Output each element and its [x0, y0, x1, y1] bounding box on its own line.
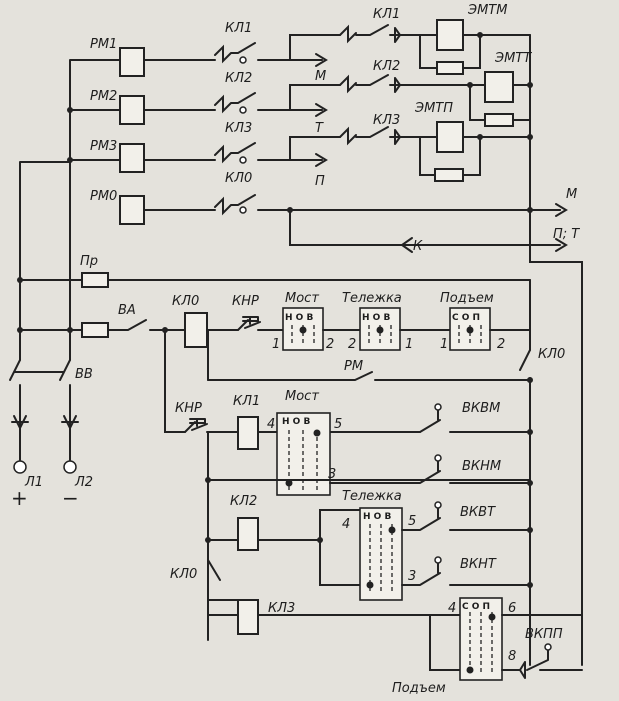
- label-kl0-a: КЛ0: [225, 171, 252, 186]
- label-kl2-b: КЛ2: [373, 59, 400, 74]
- label-minus: −: [62, 486, 79, 510]
- label-pm1: РМ1: [90, 37, 117, 52]
- label-pt-out: П; Т: [553, 227, 580, 242]
- label-vknt: ВКНТ: [460, 557, 497, 572]
- label-l1: Л1: [24, 475, 43, 490]
- panel-podem-top-codes: С О П: [452, 313, 480, 323]
- label-n6: 6: [508, 601, 516, 616]
- label-n8: 8: [508, 649, 516, 664]
- label-l2: Л2: [74, 475, 93, 490]
- label-n2-b: 2: [348, 337, 356, 352]
- label-kl1-a: КЛ1: [225, 21, 252, 36]
- label-m: М: [315, 69, 326, 84]
- emtp-block: [419, 121, 531, 182]
- label-kl2-a: КЛ2: [225, 71, 252, 86]
- label-kl3-b: КЛ3: [373, 113, 400, 128]
- relay-rm2-coil: [119, 95, 145, 125]
- label-rm: РМ: [344, 359, 363, 374]
- relay-kl0-coil: [184, 312, 208, 348]
- label-n3-a: 3: [328, 467, 336, 482]
- control-circuits: Н О В Н О В С О П КНР КЛ1 Мост 4: [162, 327, 583, 696]
- label-pr: Пр: [80, 254, 98, 269]
- label-vkpp: ВКПП: [525, 627, 563, 642]
- panel-telezhka-top-codes: Н О В: [362, 313, 390, 323]
- label-n5-b: 5: [408, 514, 416, 529]
- label-most-a: Мост: [285, 291, 319, 306]
- relay-rm1-coil: [119, 47, 145, 77]
- panel-podem-bottom: [459, 597, 503, 681]
- label-podem-a: Подъем: [440, 291, 494, 306]
- panel-most-top-codes: Н О В: [285, 313, 313, 323]
- panel-most-bottom-codes: Н О В: [282, 417, 310, 427]
- label-pm2: РМ2: [90, 89, 117, 104]
- label-n2-c: 2: [497, 337, 505, 352]
- label-emtt: ЭМТТ: [494, 51, 532, 66]
- label-vkvt: ВКВТ: [460, 505, 496, 520]
- label-pm0: РМ0: [90, 189, 117, 204]
- label-n4-a: 4: [267, 417, 275, 432]
- label-telezhka-a: Тележка: [342, 291, 402, 306]
- label-n1-b: 1: [405, 337, 413, 352]
- label-most-b: Мост: [285, 389, 319, 404]
- relay-kl2-coil: [237, 517, 259, 551]
- label-va: ВА: [118, 303, 136, 318]
- label-kl3-c: КЛ3: [268, 601, 295, 616]
- kl-contacts: [214, 42, 561, 216]
- panel-podem-bottom-codes: С О П: [462, 602, 490, 612]
- label-k: К: [413, 239, 423, 254]
- upper-relay-section: РМ1 РМ2 РМ3 РМ0 КЛ1 КЛ2 КЛ3 КЛ0 КЛ1 КЛ2 …: [19, 3, 583, 666]
- label-t: Т: [315, 121, 324, 136]
- label-n3-b: 3: [408, 569, 416, 584]
- label-pm3: РМ3: [90, 139, 117, 154]
- label-vkvm: ВКВМ: [462, 401, 500, 416]
- panel-telezhka-bottom-codes: Н О В: [363, 512, 391, 522]
- label-podem-b: Подъем: [392, 681, 446, 696]
- label-kl0-c: КЛ0: [538, 347, 565, 362]
- fuse-va: [81, 322, 109, 338]
- label-kl3-a: КЛ3: [225, 121, 252, 136]
- label-n2-a: 2: [326, 337, 334, 352]
- relay-rm3-coil: [119, 143, 145, 173]
- relay-kl3-coil: [237, 599, 259, 635]
- label-n4-c: 4: [448, 601, 456, 616]
- label-p: П: [315, 174, 325, 189]
- label-plus: +: [11, 486, 28, 510]
- label-emtp: ЭМТП: [414, 101, 453, 116]
- label-emtm: ЭМТМ: [467, 3, 507, 18]
- emtt-block: [469, 71, 531, 127]
- fuse-pr: [81, 272, 109, 288]
- label-m-out: М: [566, 187, 577, 202]
- label-n1-a: 1: [272, 337, 280, 352]
- label-n5-a: 5: [334, 417, 342, 432]
- label-knr-a: КНР: [232, 294, 259, 309]
- emtm-block: [419, 19, 531, 75]
- label-kl2-c: КЛ2: [230, 494, 257, 509]
- main-circuit: Н О В Н О В С О П Пр ВА КЛ0 КНР Мост Тел…: [9, 164, 565, 666]
- relay-rm0-coil: [119, 195, 145, 225]
- label-vv: ВВ: [75, 367, 93, 382]
- label-kl0-d: КЛ0: [170, 567, 197, 582]
- label-n1-c: 1: [440, 337, 448, 352]
- label-n4-b: 4: [342, 517, 350, 532]
- label-kl1-b: КЛ1: [373, 7, 400, 22]
- label-telezhka-b: Тележка: [342, 489, 402, 504]
- label-knr-b: КНР: [175, 401, 202, 416]
- label-kl1-c: КЛ1: [233, 394, 260, 409]
- label-vknm: ВКНМ: [462, 459, 501, 474]
- relay-kl1-coil: [237, 416, 259, 450]
- label-kl0-b: КЛ0: [172, 294, 199, 309]
